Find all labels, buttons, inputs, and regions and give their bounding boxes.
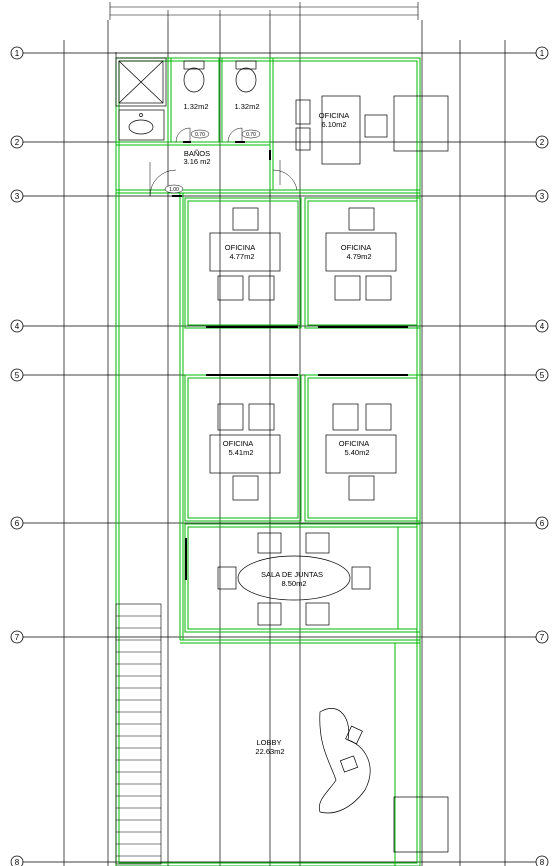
sala-area: 8.50m2 xyxy=(281,579,306,588)
office-1-area: 4.77m2 xyxy=(229,252,254,261)
walls xyxy=(115,57,421,866)
grid-label-right-4: 4 xyxy=(540,322,545,331)
grid-label-left-5: 5 xyxy=(15,371,20,380)
grid-label-right-8: 8 xyxy=(540,858,545,866)
office-1-furniture xyxy=(209,207,281,301)
office-1-name: OFICINA xyxy=(225,243,255,252)
office-2-furniture xyxy=(325,207,397,301)
lobby-area: 22.63m2 xyxy=(255,747,284,756)
office-top-name: OFICINA xyxy=(319,111,349,120)
bath-b-area: 1.32m2 xyxy=(234,102,259,111)
grid-label-right-5: 5 xyxy=(540,371,545,380)
banos-name: BAÑOS xyxy=(184,149,210,158)
office-4-area: 5.40m2 xyxy=(344,448,369,457)
office-4-furniture xyxy=(325,403,397,501)
lobby-furniture xyxy=(318,708,449,853)
top-dimensions xyxy=(109,2,419,20)
door-swings xyxy=(149,127,298,197)
grid-label-right-1: 1 xyxy=(540,49,545,58)
office-4-name: OFICINA xyxy=(339,439,369,448)
sala-name: SALA DE JUNTAS xyxy=(261,570,323,579)
bath-a-area: 1.32m2 xyxy=(183,102,208,111)
grid-label-right-2: 2 xyxy=(540,138,545,147)
office-2-area: 4.79m2 xyxy=(346,252,371,261)
grid-label-left-7: 7 xyxy=(15,633,20,642)
office-top-area: 6.10m2 xyxy=(321,120,346,129)
door-tag-c: 1.00 xyxy=(169,187,179,193)
lobby-name: LOBBY xyxy=(256,738,281,747)
wall-accents xyxy=(172,141,408,580)
staircase xyxy=(115,603,162,865)
conference-table xyxy=(217,532,371,626)
shower-fixture xyxy=(115,57,167,107)
grid-label-right-3: 3 xyxy=(540,192,545,201)
door-tags: 0.70 0.70 1.00 xyxy=(164,129,261,194)
grid-label-left-3: 3 xyxy=(15,192,20,201)
office-3-area: 5.41m2 xyxy=(228,448,253,457)
door-tag-a: 0.70 xyxy=(195,132,205,138)
office-top-furniture xyxy=(295,95,449,165)
grid-label-left-1: 1 xyxy=(15,49,20,58)
toilet-fixtures xyxy=(183,60,257,93)
grid-bubbles-left xyxy=(10,46,24,866)
vertical-lines xyxy=(63,20,506,866)
grid-label-left-6: 6 xyxy=(15,519,20,528)
office-3-furniture xyxy=(209,403,281,501)
grid-label-right-7: 7 xyxy=(540,633,545,642)
grid-label-left-4: 4 xyxy=(15,322,20,331)
office-3-name: OFICINA xyxy=(223,439,253,448)
grid-label-left-8: 8 xyxy=(15,858,20,866)
grid-bubbles-right xyxy=(535,46,549,866)
grid-label-right-6: 6 xyxy=(540,519,545,528)
door-tag-b: 0.70 xyxy=(246,132,256,138)
office-2-name: OFICINA xyxy=(341,243,371,252)
grid-label-left-2: 2 xyxy=(15,138,20,147)
banos-area: 3.16 m2 xyxy=(183,157,210,166)
washbasin-fixture xyxy=(118,109,165,141)
